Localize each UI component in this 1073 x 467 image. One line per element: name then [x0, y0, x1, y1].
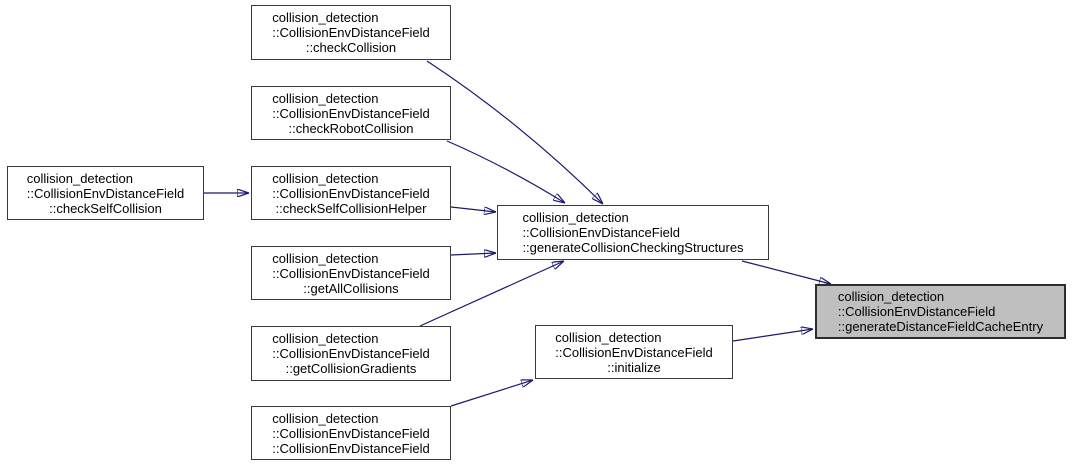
node-get-collision-gradients[interactable]: collision_detection ::CollisionEnvDistan…	[251, 326, 451, 381]
namespace-line: collision_detection	[272, 90, 379, 106]
method-line: ::getCollisionGradients	[285, 361, 417, 376]
edge-generatestructures-to-cacheentry	[741, 260, 831, 284]
class-line: ::CollisionEnvDistanceField	[555, 344, 713, 360]
edge-checkcollision-to-generatestructures	[426, 60, 603, 204]
node-check-collision[interactable]: collision_detection ::CollisionEnvDistan…	[251, 5, 451, 60]
class-line: ::CollisionEnvDistanceField	[272, 346, 430, 361]
method-line: ::CollisionEnvDistanceField	[272, 440, 430, 456]
node-label: collision_detection ::CollisionEnvDistan…	[272, 331, 430, 376]
method-line: ::checkCollision	[305, 40, 397, 55]
node-label: collision_detection ::CollisionEnvDistan…	[272, 91, 430, 136]
class-line: ::CollisionEnvDistanceField	[272, 25, 430, 40]
class-line: ::CollisionEnvDistanceField	[272, 185, 430, 201]
method-line: ::generateDistanceFieldCacheEntry	[837, 319, 1044, 334]
method-line: ::checkSelfCollisionHelper	[275, 200, 427, 216]
class-line: ::CollisionEnvDistanceField	[837, 304, 996, 319]
class-line: ::CollisionEnvDistanceField	[272, 105, 430, 121]
node-check-robot-collision[interactable]: collision_detection ::CollisionEnvDistan…	[251, 86, 451, 140]
node-check-self-collision-helper[interactable]: collision_detection ::CollisionEnvDistan…	[251, 166, 451, 220]
method-line: ::getAllCollisions	[303, 280, 399, 296]
namespace-line: collision_detection	[522, 210, 629, 225]
node-generate-collision-checking-structures[interactable]: collision_detection ::CollisionEnvDistan…	[497, 205, 769, 260]
node-check-self-collision[interactable]: collision_detection ::CollisionEnvDistan…	[7, 166, 204, 220]
namespace-line: collision_detection	[837, 289, 945, 304]
method-line: ::initialize	[607, 359, 661, 375]
namespace-line: collision_detection	[272, 410, 379, 426]
edge-checkrobotcollision-to-generatestructures	[446, 140, 565, 203]
edge-helper-to-generatestructures	[450, 206, 496, 212]
namespace-line: collision_detection	[272, 170, 379, 186]
class-line: ::CollisionEnvDistanceField	[26, 185, 185, 201]
class-line: ::CollisionEnvDistanceField	[272, 265, 430, 281]
node-label: collision_detection ::CollisionEnvDistan…	[272, 411, 430, 456]
node-label: collision_detection ::CollisionEnvDistan…	[272, 251, 430, 296]
namespace-line: collision_detection	[555, 329, 662, 345]
method-line: ::checkSelfCollision	[49, 200, 162, 216]
node-label: collision_detection ::CollisionEnvDistan…	[272, 171, 430, 216]
method-line: ::checkRobotCollision	[288, 120, 414, 136]
namespace-line: collision_detection	[26, 170, 133, 186]
edge-getallcollisions-to-generatestructures	[450, 253, 496, 255]
node-label: collision_detection ::CollisionEnvDistan…	[838, 289, 1043, 334]
node-generate-distance-field-cache-entry: collision_detection ::CollisionEnvDistan…	[815, 284, 1066, 339]
namespace-line: collision_detection	[272, 250, 379, 266]
node-get-all-collisions[interactable]: collision_detection ::CollisionEnvDistan…	[251, 246, 451, 300]
method-line: ::generateCollisionCheckingStructures	[522, 240, 744, 255]
node-constructor[interactable]: collision_detection ::CollisionEnvDistan…	[251, 406, 451, 460]
node-label: collision_detection ::CollisionEnvDistan…	[555, 330, 713, 375]
node-initialize[interactable]: collision_detection ::CollisionEnvDistan…	[535, 325, 733, 379]
namespace-line: collision_detection	[272, 331, 379, 346]
node-label: collision_detection ::CollisionEnvDistan…	[272, 10, 430, 55]
node-label: collision_detection ::CollisionEnvDistan…	[27, 171, 185, 216]
edge-constructor-to-initialize	[450, 380, 533, 407]
edge-initialize-to-cacheentry	[732, 329, 813, 342]
edge-getcollisiongradients-to-generatestructures	[419, 261, 564, 327]
namespace-line: collision_detection	[272, 10, 379, 25]
node-label: collision_detection ::CollisionEnvDistan…	[522, 210, 743, 255]
class-line: ::CollisionEnvDistanceField	[522, 225, 680, 240]
class-line: ::CollisionEnvDistanceField	[272, 425, 430, 441]
